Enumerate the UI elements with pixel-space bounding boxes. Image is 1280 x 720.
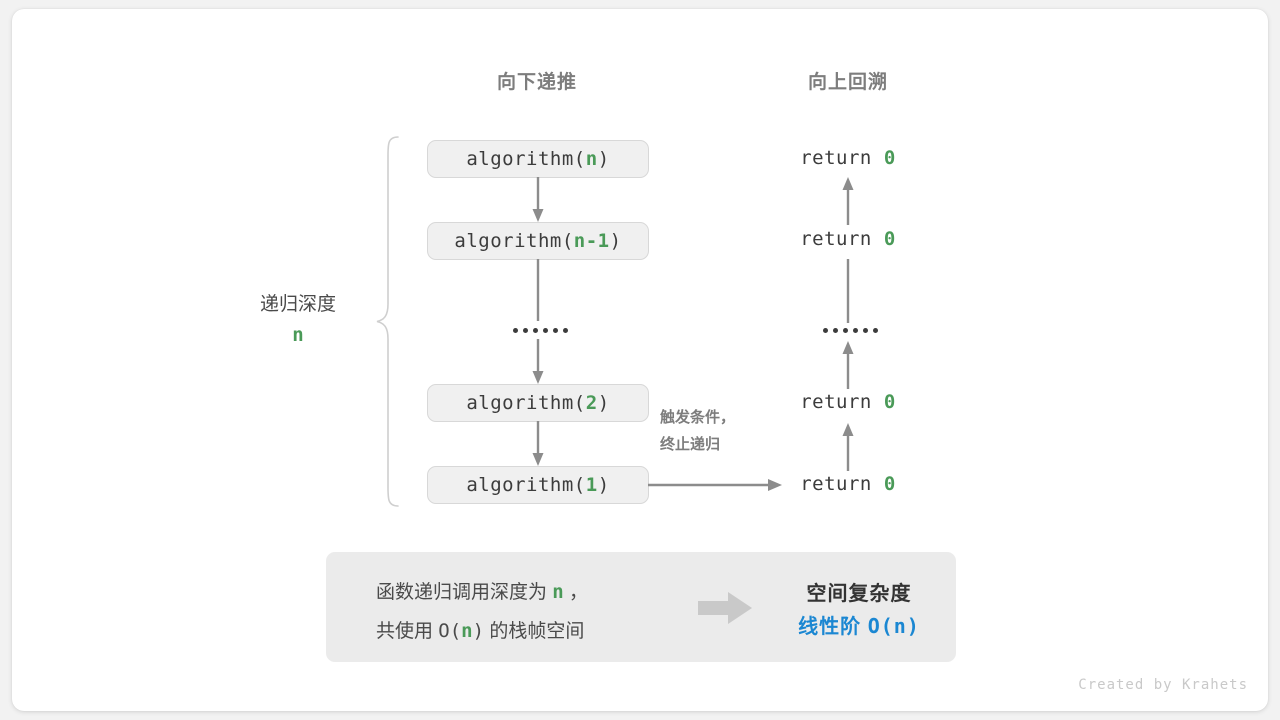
header-upward-backtracking: 向上回溯 (807, 72, 888, 93)
footer-credit: Created by Krahets (1078, 677, 1248, 693)
return-label-bottom-text: return (800, 473, 884, 495)
call-box-1[interactable]: algorithm(1) (427, 466, 649, 504)
trigger-condition-line1: 触发条件， (660, 409, 736, 426)
summary-left-line1-n: n (552, 581, 564, 603)
return-label-third-value: 0 (883, 391, 896, 413)
summary-left-line2-a: 共使用 (376, 621, 439, 642)
trigger-condition-note: 触发条件， 终止递归 (660, 404, 735, 458)
arrow-right-terminate-icon (648, 479, 782, 491)
recursion-depth-brace (376, 136, 399, 507)
call-box-1-prefix: algorithm( (466, 474, 586, 496)
summary-right-complexity: O(n) (867, 614, 920, 638)
call-box-1-arg: 1 (585, 474, 598, 496)
arrow-down-n1-to-dots-icon (536, 259, 540, 321)
summary-left-line1-a: 函数递归调用深度为 (376, 582, 553, 603)
summary-right-block: 空间复杂度 线性阶 O(n) (774, 578, 944, 643)
arrow-down-dots-to-2-icon (532, 339, 544, 384)
summary-panel: 函数递归调用深度为 n ， 共使用 O(n) 的栈帧空间 空间复杂度 线性阶 O… (326, 552, 956, 662)
return-label-top-value: 0 (883, 147, 896, 169)
return-label-second-text: return (800, 228, 884, 250)
call-box-2-arg: 2 (585, 392, 598, 414)
summary-right-value: 线性阶 O(n) (774, 610, 944, 643)
summary-left-line2-b: 的栈帧空间 (484, 621, 585, 642)
return-label-second-value: 0 (883, 228, 896, 250)
return-label-third-text: return (800, 391, 884, 413)
summary-implies-arrow-icon (698, 592, 752, 624)
summary-left-text: 函数递归调用深度为 n ， 共使用 O(n) 的栈帧空间 (376, 573, 588, 651)
return-label-top: return 0 (748, 147, 948, 169)
trigger-condition-line2: 终止递归 (660, 436, 721, 453)
return-label-bottom-value: 0 (883, 473, 896, 495)
recursion-depth-text: 递归深度 (259, 294, 336, 315)
arrow-down-n-to-n1-icon (532, 177, 544, 222)
return-label-top-text: return (800, 147, 884, 169)
call-box-n-minus-1-suffix: ) (609, 230, 622, 252)
call-box-1-suffix: ) (597, 474, 610, 496)
summary-left-line1-b: ， (563, 582, 589, 603)
arrow-up-second-to-top-icon (842, 177, 854, 225)
call-box-n-prefix: algorithm( (466, 148, 586, 170)
call-box-n-minus-1[interactable]: algorithm(n-1) (427, 222, 649, 260)
arrow-down-2-to-1-icon (532, 421, 544, 466)
call-stack-ellipsis (513, 328, 568, 333)
summary-right-title: 空间复杂度 (806, 583, 912, 605)
recursion-depth-value: n (292, 324, 304, 346)
call-box-n[interactable]: algorithm(n) (427, 140, 649, 178)
header-downward-recursion: 向下递推 (496, 72, 577, 93)
recursion-depth-label: 递归深度 n (208, 290, 388, 350)
call-box-n-minus-1-arg: n-1 (573, 230, 610, 252)
arrow-up-bottom-to-third-icon (842, 423, 854, 471)
call-box-n-arg: n (585, 148, 598, 170)
arrow-up-third-to-dots-icon (842, 341, 854, 389)
call-box-n-minus-1-prefix: algorithm( (454, 230, 574, 252)
return-label-second: return 0 (748, 228, 948, 250)
call-box-2-prefix: algorithm( (466, 392, 586, 414)
return-label-third: return 0 (748, 391, 948, 413)
return-ellipsis (823, 328, 878, 333)
call-box-2-suffix: ) (597, 392, 610, 414)
summary-left-line2: 共使用 O(n) 的栈帧空间 (376, 612, 588, 651)
summary-right-order: 线性阶 (798, 616, 868, 638)
arrow-up-dots-to-second-icon (846, 259, 850, 323)
summary-left-line1: 函数递归调用深度为 n ， (376, 573, 588, 612)
summary-left-line2-c: ) (472, 620, 485, 642)
summary-left-line2-n: n (461, 620, 473, 642)
return-label-bottom: return 0 (748, 473, 948, 495)
diagram-card: 向下递推 向上回溯 递归深度 n algorithm(n) algorithm(… (12, 9, 1268, 711)
call-box-n-suffix: ) (597, 148, 610, 170)
summary-left-line2-o: O( (438, 620, 462, 642)
call-box-2[interactable]: algorithm(2) (427, 384, 649, 422)
